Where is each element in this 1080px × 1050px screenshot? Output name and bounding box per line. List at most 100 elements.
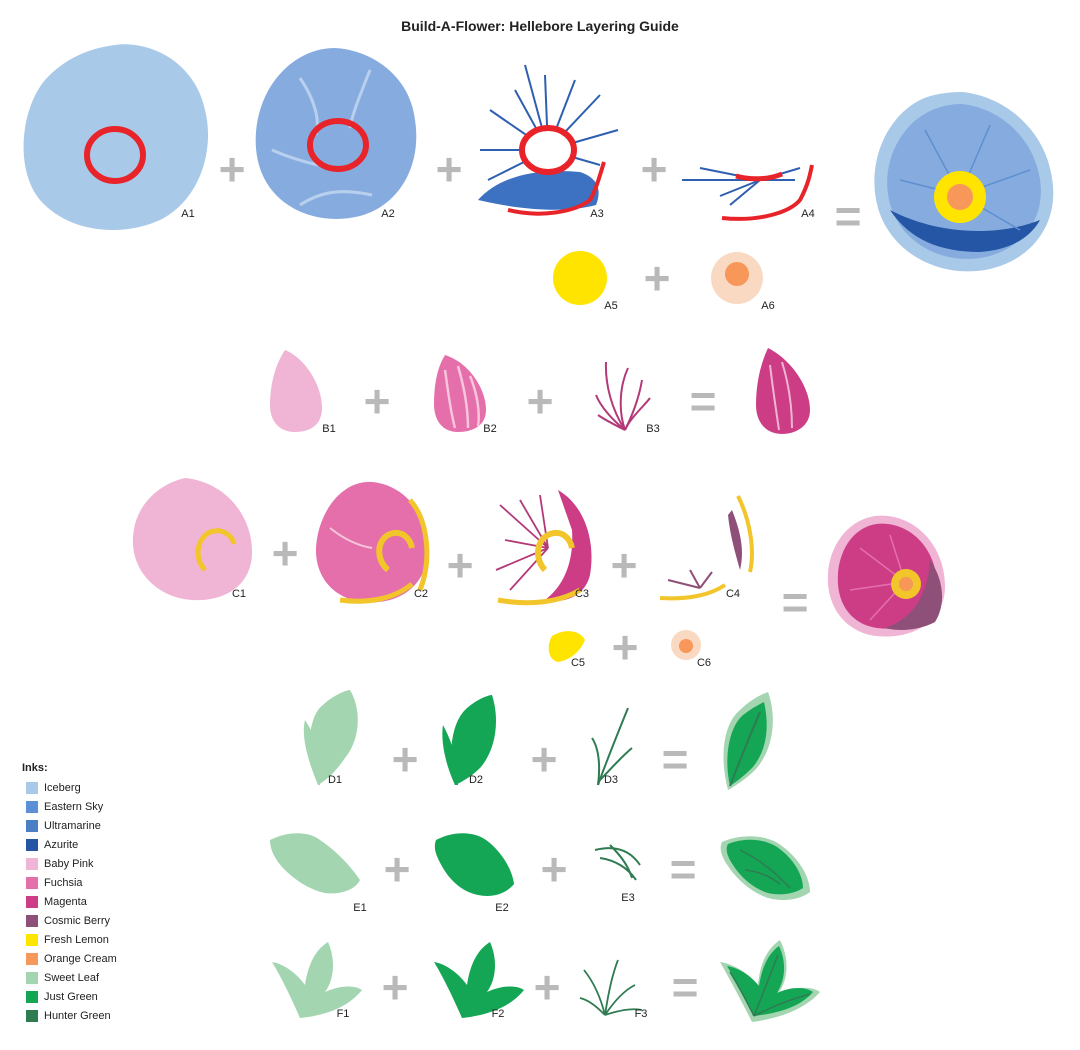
legend-swatch (26, 800, 38, 813)
piece-f1 (272, 942, 362, 1018)
plus-operator: + (436, 143, 463, 195)
plus-operator: + (382, 961, 409, 1013)
legend-swatch (26, 876, 38, 889)
result-flower-a (874, 92, 1054, 272)
result-bud-b (756, 348, 810, 434)
label-e2: E2 (495, 902, 508, 914)
label-a3: A3 (590, 208, 603, 220)
equals-operator: = (835, 190, 862, 242)
piece-b1 (270, 350, 322, 432)
piece-a5 (553, 251, 607, 305)
piece-b3 (595, 361, 651, 431)
legend-swatch (26, 971, 38, 984)
label-a4: A4 (801, 208, 814, 220)
legend-label: Iceberg (44, 781, 81, 794)
label-f1: F1 (337, 1008, 350, 1020)
page-title: Build-A-Flower: Hellebore Layering Guide (401, 18, 679, 34)
legend-label: Fresh Lemon (44, 933, 109, 946)
legend-title: Inks: (22, 762, 48, 774)
label-c4: C4 (726, 588, 740, 600)
legend-swatch (26, 857, 38, 870)
piece-labels: A1 A2 A3 A4 A5 A6 B1 B2 B3 C1 C2 C3 C4 C… (181, 208, 814, 1020)
legend-swatch (26, 990, 38, 1003)
piece-d2 (442, 695, 496, 785)
piece-c6 (671, 630, 701, 660)
label-f2: F2 (492, 1008, 505, 1020)
legend-item: Ultramarine (22, 816, 117, 835)
piece-d3 (591, 707, 633, 786)
result-leaf-f (720, 940, 820, 1022)
legend-item: Fuchsia (22, 873, 117, 892)
piece-e3 (594, 844, 641, 881)
label-b2: B2 (483, 423, 496, 435)
legend-item: Iceberg (22, 778, 117, 797)
piece-c2 (315, 481, 430, 604)
label-b1: B1 (322, 423, 335, 435)
legend-item: Azurite (22, 835, 117, 854)
piece-f2 (434, 942, 524, 1018)
plus-operator: + (219, 143, 246, 195)
legend-swatch (26, 914, 38, 927)
label-b3: B3 (646, 423, 659, 435)
label-d2: D2 (469, 774, 483, 786)
result-leaf-e (720, 836, 810, 900)
piece-c5 (548, 631, 585, 662)
piece-c3 (495, 490, 592, 606)
legend-swatch (26, 952, 38, 965)
label-a5: A5 (604, 300, 617, 312)
piece-e1 (270, 833, 360, 894)
legend-label: Azurite (44, 838, 79, 851)
equals-operator: = (670, 843, 697, 895)
label-e3: E3 (621, 892, 634, 904)
label-c6: C6 (697, 657, 711, 669)
piece-e2 (434, 833, 514, 896)
legend-swatch (26, 819, 38, 832)
result-flower-c (827, 515, 946, 637)
legend-item: Baby Pink (22, 854, 117, 873)
legend-swatch (26, 1009, 38, 1022)
label-a1: A1 (181, 208, 194, 220)
plus-operator: + (641, 143, 668, 195)
operators: + + + = + + + = + + + = + + + = + + = + … (219, 143, 862, 1013)
legend-item: Magenta (22, 892, 117, 911)
plus-operator: + (541, 843, 568, 895)
legend-item: Sweet Leaf (22, 968, 117, 987)
equals-operator: = (782, 576, 809, 628)
plus-operator: + (534, 961, 561, 1013)
legend-label: Ultramarine (44, 819, 101, 832)
plus-operator: + (364, 375, 391, 427)
piece-d1 (303, 690, 358, 785)
legend-label: Magenta (44, 895, 87, 908)
legend-label: Eastern Sky (44, 800, 104, 813)
legend-swatch (26, 838, 38, 851)
piece-c1 (132, 478, 252, 601)
legend-item: Eastern Sky (22, 797, 117, 816)
plus-operator: + (531, 733, 558, 785)
result-leaf-d (723, 692, 773, 790)
label-f3: F3 (635, 1008, 648, 1020)
piece-a3 (478, 64, 619, 216)
legend-label: Sweet Leaf (44, 971, 100, 984)
legend-label: Hunter Green (44, 1009, 111, 1022)
equals-operator: = (690, 375, 717, 427)
legend-label: Fuchsia (44, 876, 83, 889)
legend-swatch (26, 933, 38, 946)
label-d3: D3 (604, 774, 618, 786)
plus-operator: + (447, 539, 474, 591)
legend-item: Orange Cream (22, 949, 117, 968)
label-a2: A2 (381, 208, 394, 220)
equals-operator: = (662, 733, 689, 785)
legend-item: Fresh Lemon (22, 930, 117, 949)
piece-a1 (23, 44, 208, 231)
piece-c4 (659, 495, 754, 601)
label-c1: C1 (232, 588, 246, 600)
piece-a4 (682, 164, 814, 221)
legend-label: Baby Pink (44, 857, 94, 870)
plus-operator: + (527, 375, 554, 427)
piece-b2 (434, 355, 486, 432)
piece-a6 (711, 252, 763, 304)
legend-item: Cosmic Berry (22, 911, 117, 930)
